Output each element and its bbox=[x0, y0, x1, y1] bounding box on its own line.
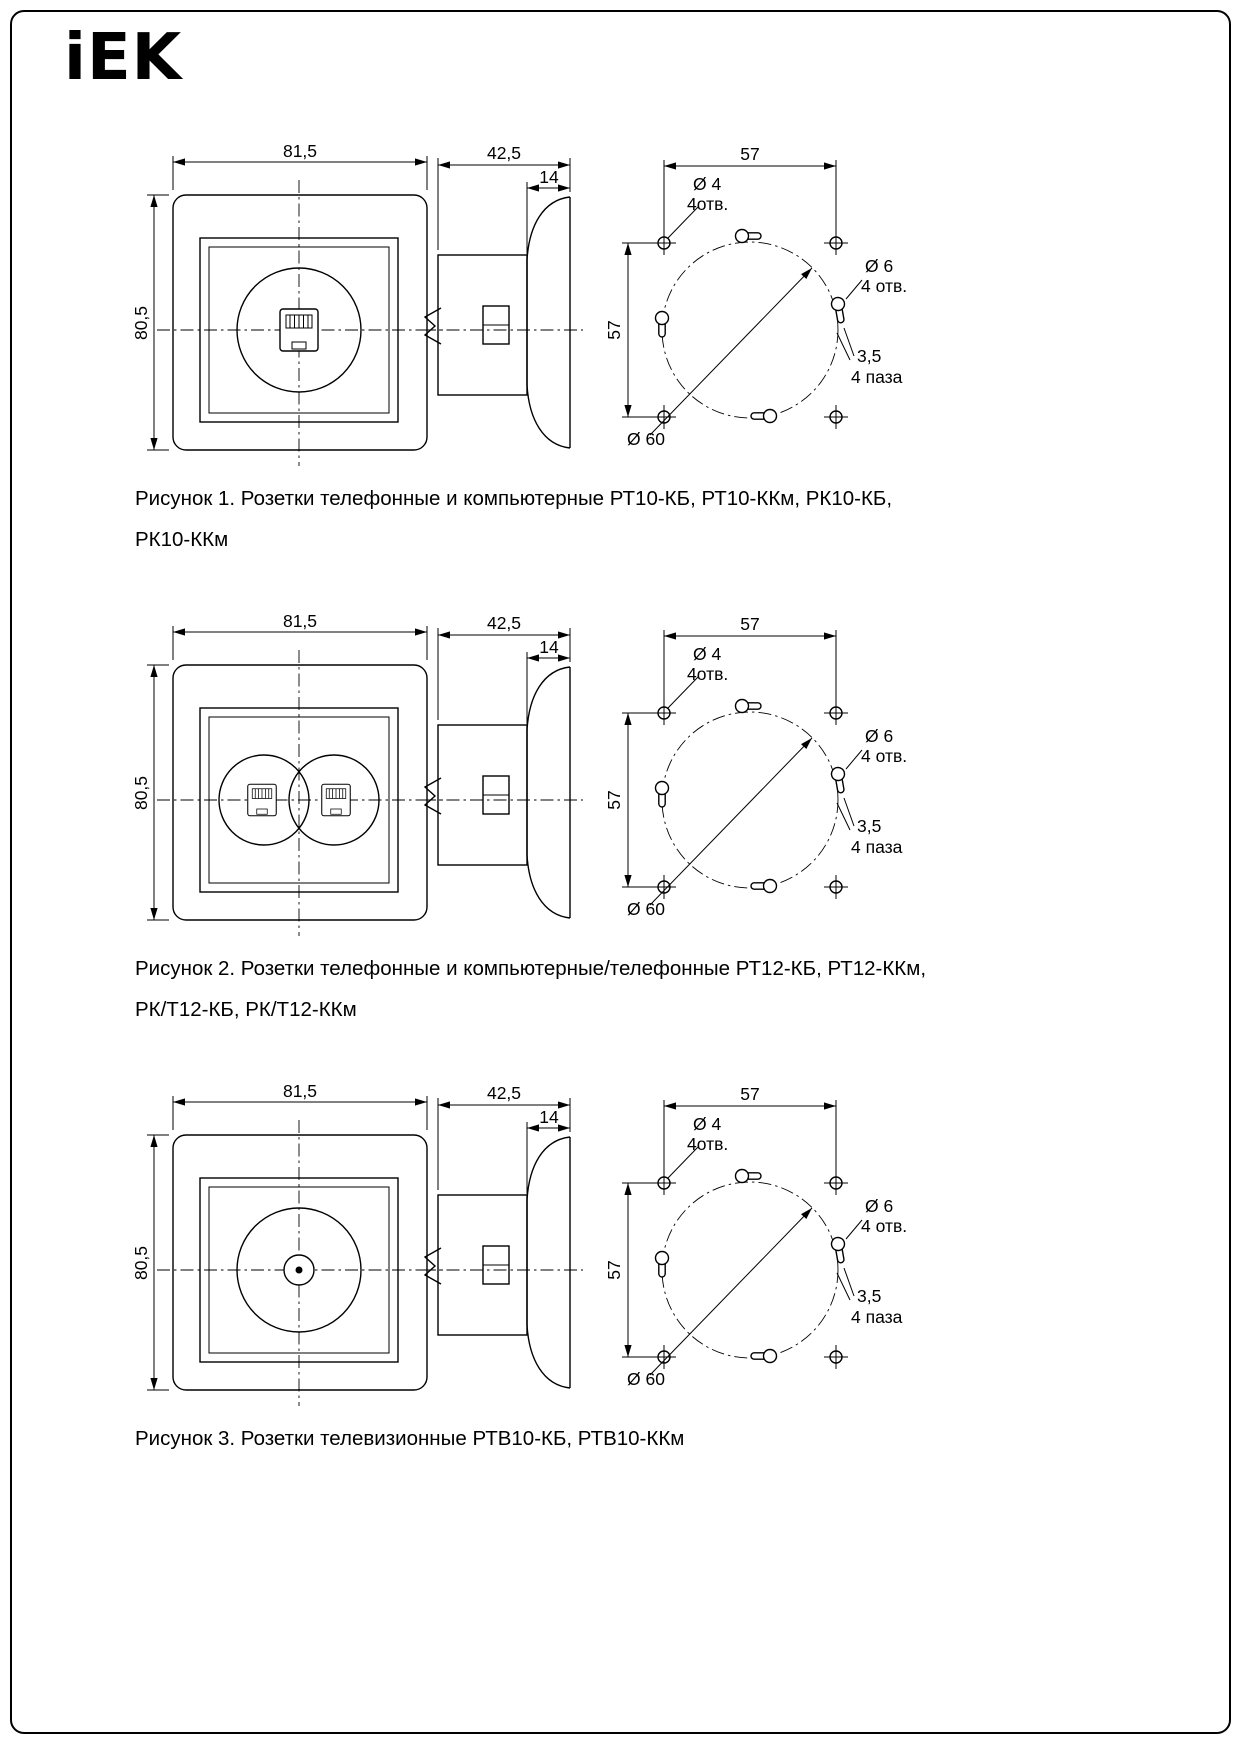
front-view-tv-socket bbox=[236, 1207, 362, 1333]
label-hole-big-dia: Ø 6 bbox=[865, 726, 893, 746]
side-view bbox=[423, 158, 583, 448]
label-hole-big-count: 4 отв. bbox=[861, 276, 907, 296]
label-hole-small-dia: Ø 4 bbox=[693, 174, 721, 194]
label-slot-count: 4 паза bbox=[851, 1307, 903, 1327]
mounting-pattern bbox=[622, 1100, 862, 1375]
side-view bbox=[423, 628, 583, 918]
figure-3: 81,5 80,5 42,5 14 57 57 Ø 4 4отв. Ø 6 4 … bbox=[0, 1080, 1241, 1459]
figure-3-caption: Рисунок 3. Розетки телевизионные РТВ10-К… bbox=[135, 1427, 685, 1450]
dim-side-flange: 14 bbox=[539, 637, 559, 657]
label-hole-big-dia: Ø 6 bbox=[865, 256, 893, 276]
label-hole-small-count: 4отв. bbox=[687, 1134, 728, 1154]
label-slot-width: 3,5 bbox=[857, 816, 881, 836]
label-mount-circle-dia: Ø 60 bbox=[627, 429, 665, 449]
dim-mount-width: 57 bbox=[740, 1084, 759, 1104]
dim-mount-height: 57 bbox=[604, 320, 624, 339]
label-slot-width: 3,5 bbox=[857, 346, 881, 366]
dim-front-height: 80,5 bbox=[135, 306, 151, 340]
dim-mount-width: 57 bbox=[740, 614, 759, 634]
label-hole-big-dia: Ø 6 bbox=[865, 1196, 893, 1216]
figure-2-drawing: 81,5 80,5 42,5 14 57 57 Ø 4 4отв. Ø 6 4 … bbox=[135, 611, 907, 942]
side-view bbox=[423, 1098, 583, 1388]
dim-front-width: 81,5 bbox=[283, 611, 317, 631]
dim-mount-height: 57 bbox=[604, 1260, 624, 1279]
dim-side-flange: 14 bbox=[539, 1107, 559, 1127]
figure-2-caption: Рисунок 2. Розетки телефонные и компьюте… bbox=[135, 957, 927, 1021]
dim-front-width: 81,5 bbox=[283, 1081, 317, 1101]
label-mount-circle-dia: Ø 60 bbox=[627, 899, 665, 919]
dim-side-flange: 14 bbox=[539, 167, 559, 187]
front-view-rj-socket-single bbox=[236, 267, 362, 393]
label-hole-small-count: 4отв. bbox=[687, 194, 728, 214]
front-view-rj-socket-double bbox=[218, 754, 380, 846]
label-hole-big-count: 4 отв. bbox=[861, 1216, 907, 1236]
label-hole-small-count: 4отв. bbox=[687, 664, 728, 684]
dim-front-height: 80,5 bbox=[135, 1246, 151, 1280]
dim-front-width: 81,5 bbox=[283, 141, 317, 161]
dim-side-depth: 42,5 bbox=[487, 143, 521, 163]
label-slot-count: 4 паза bbox=[851, 367, 903, 387]
mounting-pattern bbox=[622, 160, 862, 435]
dim-mount-height: 57 bbox=[604, 790, 624, 809]
label-slot-width: 3,5 bbox=[857, 1286, 881, 1306]
label-slot-count: 4 паза bbox=[851, 837, 903, 857]
dim-mount-width: 57 bbox=[740, 144, 759, 164]
figure-3-drawing: 81,5 80,5 42,5 14 57 57 Ø 4 4отв. Ø 6 4 … bbox=[135, 1081, 907, 1412]
dim-front-height: 80,5 bbox=[135, 776, 151, 810]
label-hole-big-count: 4 отв. bbox=[861, 746, 907, 766]
figure-1-caption: Рисунок 1. Розетки телефонные и компьюте… bbox=[135, 487, 893, 551]
figure-2: 81,5 80,5 42,5 14 57 57 Ø 4 4отв. Ø 6 4 … bbox=[0, 610, 1241, 1030]
figure-1: 81,5 80,5 42,5 14 57 57 Ø 4 4отв. Ø 6 4 … bbox=[0, 140, 1241, 560]
label-mount-circle-dia: Ø 60 bbox=[627, 1369, 665, 1389]
dim-side-depth: 42,5 bbox=[487, 613, 521, 633]
dim-side-depth: 42,5 bbox=[487, 1083, 521, 1103]
mounting-pattern bbox=[622, 630, 862, 905]
label-hole-small-dia: Ø 4 bbox=[693, 644, 721, 664]
figure-1-drawing: 81,5 80,5 42,5 14 57 57 Ø 4 4отв. Ø 6 4 … bbox=[135, 141, 907, 472]
label-hole-small-dia: Ø 4 bbox=[693, 1114, 721, 1134]
iek-logo: iEK bbox=[64, 21, 183, 95]
